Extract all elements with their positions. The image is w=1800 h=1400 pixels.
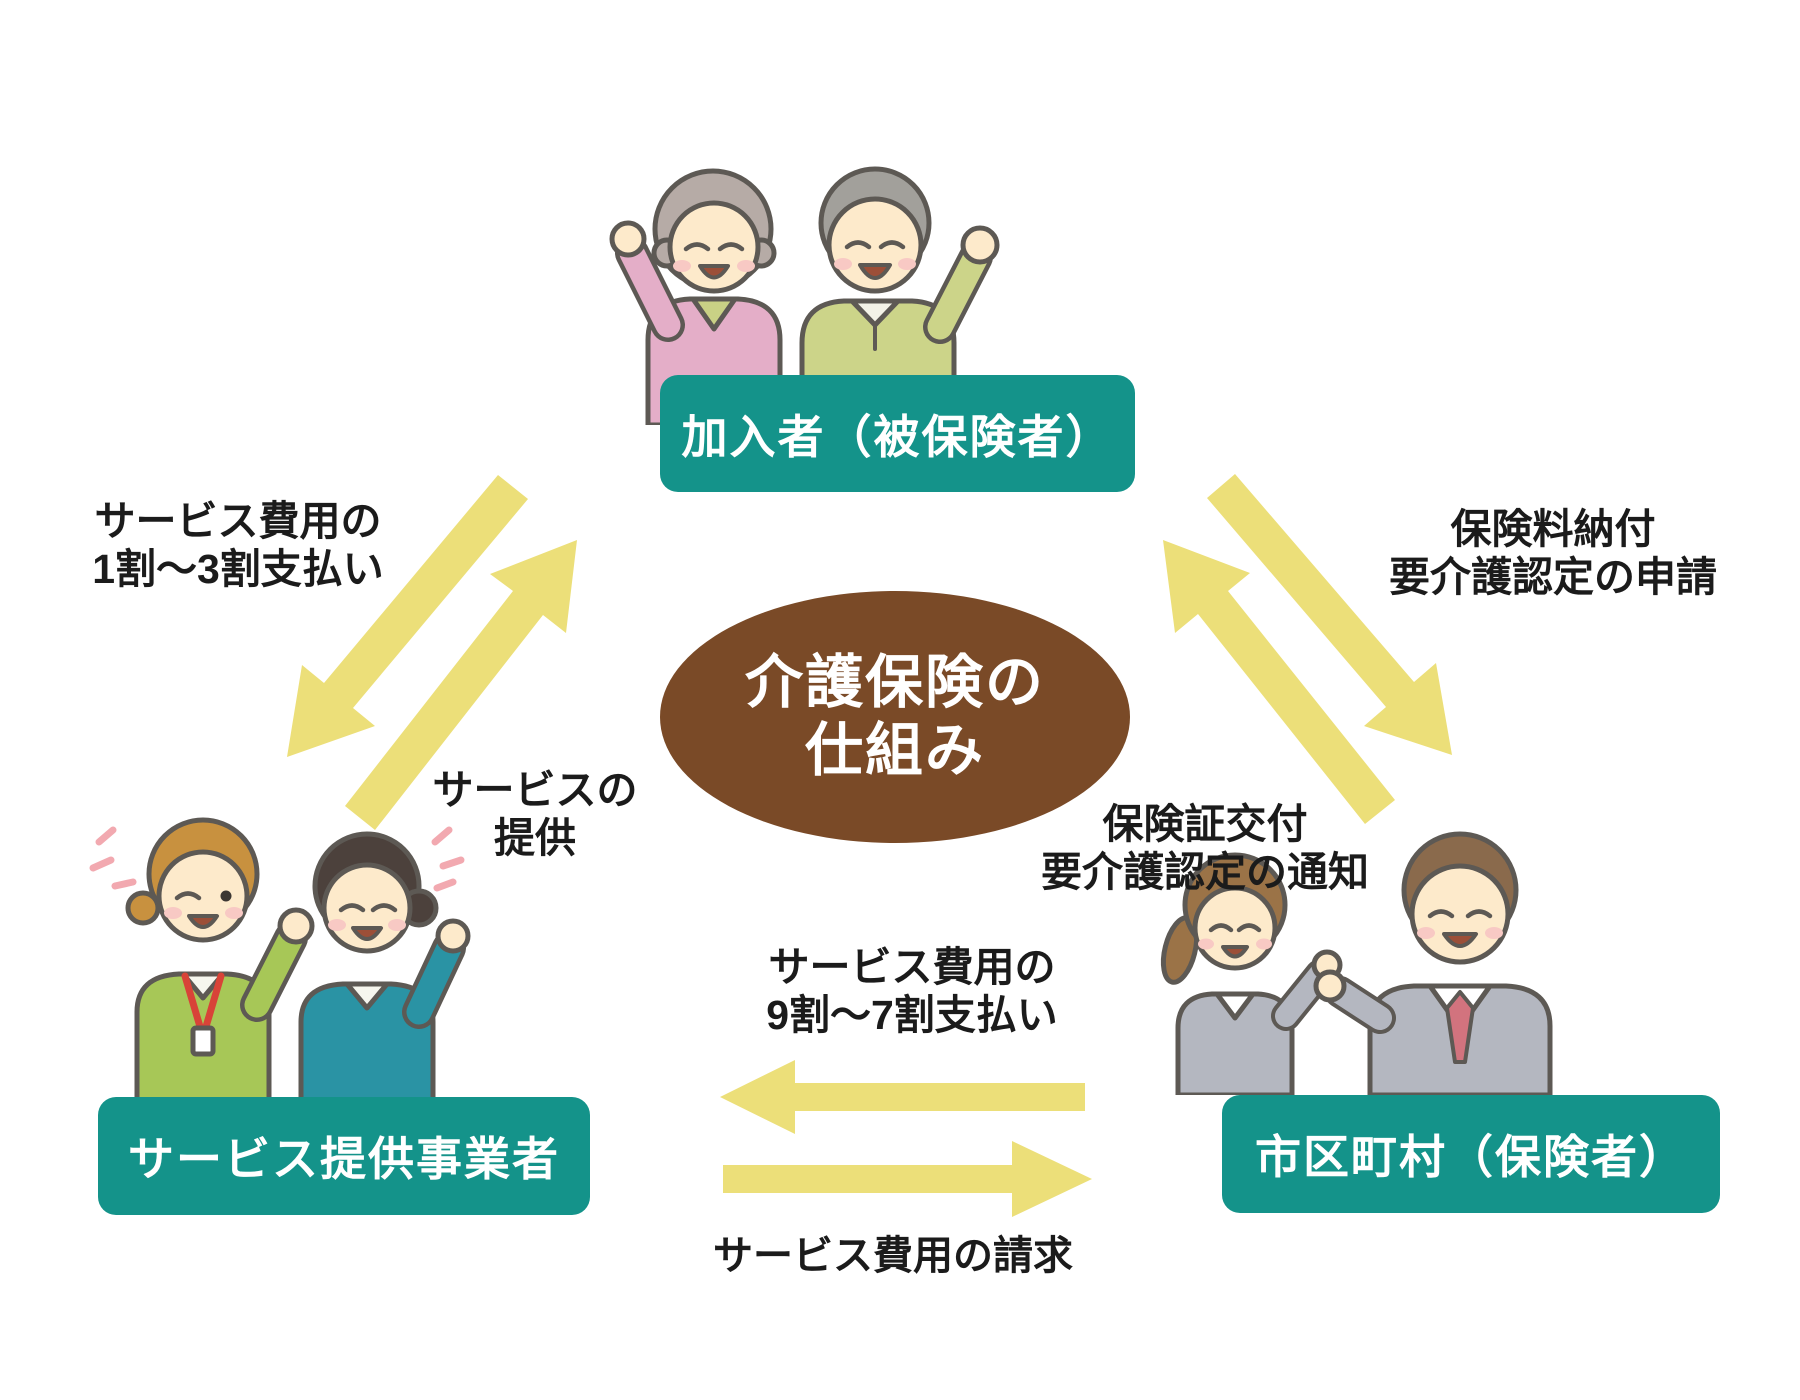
arrow-premium-application-icon: [1207, 474, 1452, 755]
title-line-1: 介護保険の: [744, 650, 1045, 715]
sparkle-right-icon: [431, 826, 465, 892]
label-billing-line1: サービス費用の請求: [713, 1234, 1073, 1278]
label-premium-application-line2: 要介護認定の申請: [1389, 554, 1717, 600]
node-insured-label: 加入者（被保険者）: [681, 410, 1114, 463]
arrow-billing-icon: [723, 1141, 1092, 1217]
label-pay-9-7-line2: 9割〜7割支払い: [766, 992, 1058, 1038]
care-worker-2-icon: [298, 831, 471, 1100]
office-woman-icon: [1160, 852, 1343, 1095]
label-service-provision-line1: サービスの: [432, 767, 638, 813]
label-pay-1-3-line1: サービス費用の: [94, 498, 382, 544]
node-insured: 加入者（被保険者）: [660, 375, 1135, 492]
label-certificate-notice-line1: 保険証交付: [1102, 801, 1308, 847]
arrow-certificate-notice-icon: [1163, 540, 1395, 824]
care-workers-icon: [89, 817, 471, 1100]
label-billing: サービス費用の請求: [713, 1232, 1073, 1280]
label-premium-application-line1: 保険料納付: [1450, 506, 1656, 552]
node-municipality: 市区町村（保険者）: [1222, 1095, 1720, 1213]
title-ellipse: 介護保険の 仕組み: [660, 591, 1130, 843]
care-worker-1-icon: [125, 817, 315, 1100]
label-service-provision: サービスの 提供: [433, 766, 638, 862]
label-premium-application: 保険料納付 要介護認定の申請: [1389, 505, 1717, 601]
label-pay-9-7-line1: サービス費用の: [768, 944, 1056, 990]
label-pay-1-3: サービス費用の 1割〜3割支払い: [92, 497, 384, 593]
arrow-pay-9-7-icon: [720, 1060, 1085, 1134]
node-municipality-label: 市区町村（保険者）: [1255, 1131, 1687, 1183]
node-service-provider-label: サービス提供事業者: [128, 1133, 560, 1185]
office-man-icon: [1313, 831, 1553, 1095]
label-service-provision-line2: 提供: [494, 815, 576, 861]
node-service-provider: サービス提供事業者: [98, 1097, 590, 1215]
title-line-2: 仕組み: [804, 718, 985, 783]
label-pay-1-3-line2: 1割〜3割支払い: [92, 546, 384, 592]
office-workers-icon: [1160, 831, 1553, 1095]
label-certificate-notice-line2: 要介護認定の通知: [1041, 849, 1369, 895]
sparkle-left-icon: [89, 826, 137, 890]
label-certificate-notice: 保険証交付 要介護認定の通知: [1041, 800, 1369, 896]
arrow-service-provision-icon: [345, 540, 577, 830]
arrow-pay-1-3-icon: [287, 475, 528, 757]
label-pay-9-7: サービス費用の 9割〜7割支払い: [766, 943, 1058, 1039]
